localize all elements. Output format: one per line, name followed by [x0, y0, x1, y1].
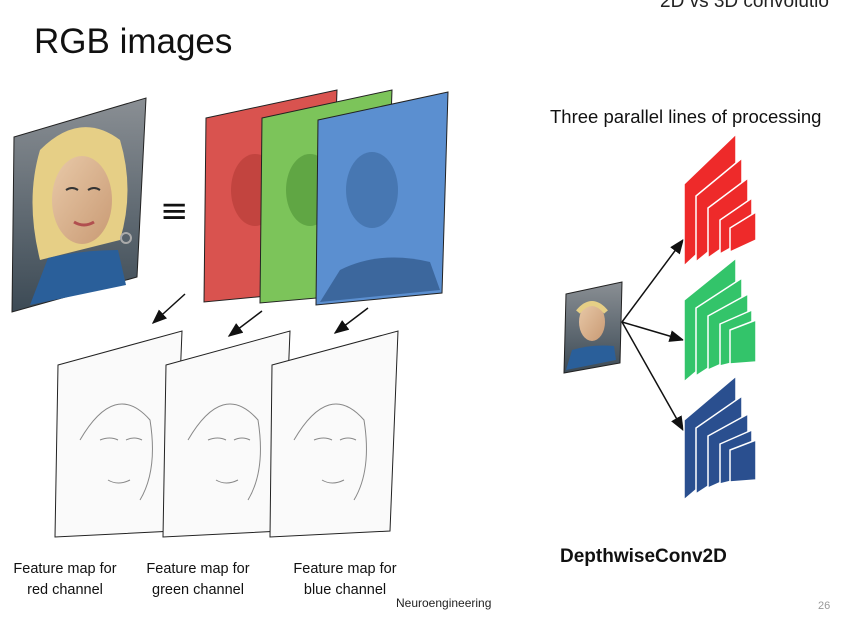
arrow-icon — [621, 321, 685, 342]
green-filter-stack — [683, 256, 757, 384]
blue-channel-plane — [315, 91, 449, 306]
caption-red-channel: Feature map for red channel — [0, 559, 130, 601]
feature-map-blue — [269, 330, 399, 538]
caption-line-2: blue channel — [303, 582, 387, 598]
red-filter-stack — [683, 132, 757, 268]
arrow-icon — [621, 238, 684, 323]
feature-map-green — [162, 330, 291, 538]
feature-map-red — [54, 330, 183, 538]
caption-line-1: Feature map for — [146, 561, 250, 577]
page-title: RGB images — [34, 22, 233, 61]
footer-text: Neuroengineering — [396, 596, 492, 610]
page-number: 26 — [818, 600, 831, 612]
caption-line-2: red channel — [27, 582, 103, 598]
caption-line-1: Feature map for — [293, 561, 397, 577]
small-portrait-icon — [563, 281, 623, 374]
equivalence-icon: ≡ — [160, 191, 189, 231]
caption-green-channel: Feature map for green channel — [133, 559, 263, 601]
portrait-photo-icon — [11, 97, 147, 313]
arrow-icon — [151, 293, 186, 325]
blue-filter-stack — [683, 374, 757, 502]
caption-line-1: Feature map for — [13, 561, 117, 577]
arrow-icon — [333, 307, 369, 334]
parallel-processing-heading: Three parallel lines of processing — [550, 106, 822, 127]
corner-title-fragment: 2D vs 3D convolutio — [660, 0, 829, 12]
arrow-icon — [621, 321, 684, 432]
depthwise-conv-title: DepthwiseConv2D — [560, 546, 727, 567]
caption-blue-channel: Feature map for blue channel — [280, 559, 410, 601]
caption-line-2: green channel — [152, 582, 244, 598]
arrow-icon — [227, 310, 263, 337]
